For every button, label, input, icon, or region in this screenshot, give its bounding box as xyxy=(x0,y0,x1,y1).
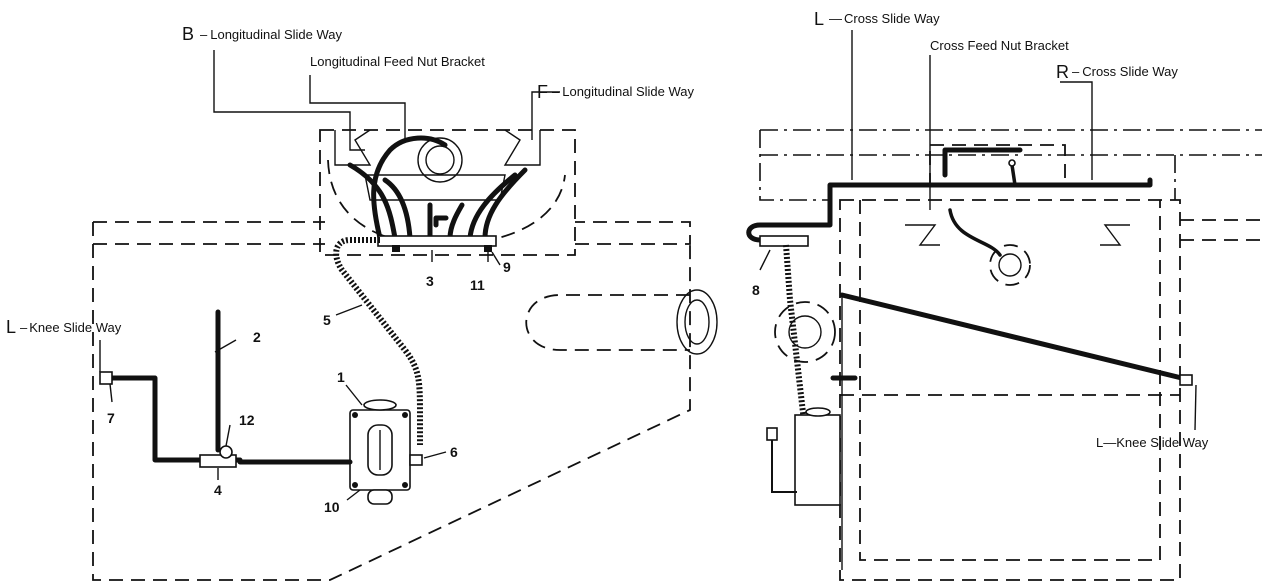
table-outline xyxy=(759,129,1262,201)
label-b-prefix: B xyxy=(182,24,194,44)
distributor-8 xyxy=(759,235,809,247)
leader-10 xyxy=(346,489,361,501)
part-4: 4 xyxy=(214,482,222,498)
part-11: 11 xyxy=(470,277,485,293)
label-knee-right: L—Knee Slide Way xyxy=(1096,435,1209,450)
part-9: 9 xyxy=(503,259,511,275)
label-cross-nut: Cross Feed Nut Bracket xyxy=(930,38,1069,53)
screw-housing xyxy=(525,294,690,351)
cross-nut-ring-inner xyxy=(998,253,1022,277)
leader-5 xyxy=(335,304,363,316)
label-r-cross-prefix: R xyxy=(1056,62,1069,82)
knee-outline xyxy=(92,221,691,581)
cross-nut-ring xyxy=(989,244,1031,286)
part-5: 5 xyxy=(323,312,331,328)
cross-dovetail-right xyxy=(1100,224,1130,246)
saddle-outline xyxy=(839,199,1181,581)
fitting-12 xyxy=(219,445,233,459)
leader-6 xyxy=(423,451,447,459)
label-knee-prefix: L xyxy=(6,317,16,337)
knee-feed-pipe xyxy=(105,375,353,465)
label-f-text: –Longitudinal Slide Way xyxy=(552,84,694,99)
pipe-g xyxy=(482,167,528,241)
pipe-c xyxy=(382,177,413,241)
part-6: 6 xyxy=(450,444,458,460)
label-nut-bracket: Longitudinal Feed Nut Bracket xyxy=(310,54,485,69)
leader-8 xyxy=(759,249,771,271)
pipe-b xyxy=(347,162,398,241)
part-8: 8 xyxy=(752,282,760,298)
right-dovetail xyxy=(503,129,541,166)
knee-outlet-7 xyxy=(99,371,113,385)
table-saddle-outline xyxy=(319,129,576,256)
label-r-cross-value: Cross Slide Way xyxy=(1082,64,1178,79)
label-r-cross-text: –Cross Slide Way xyxy=(1072,64,1178,79)
cross-nut-box xyxy=(929,144,1066,186)
left-dovetail xyxy=(334,129,372,166)
leader-12 xyxy=(225,424,231,447)
part-1: 1 xyxy=(337,369,345,385)
nut-pipe-b xyxy=(948,208,1002,257)
feed-nut-ring-outer xyxy=(417,137,463,183)
label-l-cross-value: Cross Slide Way xyxy=(844,11,940,26)
cross-top-rail xyxy=(1180,219,1262,241)
leader-1 xyxy=(345,384,363,406)
label-l-cross-text: —Cross Slide Way xyxy=(829,11,940,26)
label-b-text: –Longitudinal Slide Way xyxy=(200,27,342,42)
knee-long-pipe xyxy=(839,292,1193,383)
pipe-a xyxy=(371,135,448,241)
nut-pipe-c xyxy=(1010,163,1017,187)
leader-nut xyxy=(309,75,406,140)
pipe-hook xyxy=(433,215,449,228)
knee-screw-ring-inner xyxy=(788,315,822,349)
cross-feed-pipe xyxy=(746,177,1153,243)
right-view: L —Cross Slide Way Cross Feed Nut Bracke… xyxy=(746,9,1262,581)
part-3: 3 xyxy=(426,273,434,289)
leader-knee-right xyxy=(1194,384,1197,431)
distributor-foot-right xyxy=(484,245,492,252)
label-f-prefix: F xyxy=(537,82,548,102)
left-view: B –Longitudinal Slide Way Longitudinal F… xyxy=(6,24,718,581)
label-f-value: Longitudinal Slide Way xyxy=(562,84,694,99)
leader-9 xyxy=(491,251,501,266)
distributor-block xyxy=(377,235,497,247)
label-l-cross-prefix: L xyxy=(814,9,824,29)
nut-oiler xyxy=(1008,159,1016,167)
distributor-foot-left xyxy=(392,245,400,252)
right-hose xyxy=(783,244,813,466)
part-7: 7 xyxy=(107,410,115,426)
part-12: 12 xyxy=(239,412,255,428)
knee-screw-ring xyxy=(774,301,836,363)
leader-f xyxy=(531,91,560,140)
screw-end-outer xyxy=(676,289,718,355)
label-knee-text: –Knee Slide Way xyxy=(20,320,122,335)
part-2: 2 xyxy=(253,329,261,345)
oil-pump-side xyxy=(766,375,858,506)
pipe-e xyxy=(447,202,465,241)
part-10: 10 xyxy=(324,499,340,515)
label-b-value: Longitudinal Slide Way xyxy=(210,27,342,42)
feed-nut-ring-inner xyxy=(425,145,455,175)
leader-b xyxy=(213,50,365,151)
leader-2 xyxy=(214,339,237,353)
label-knee-value: Knee Slide Way xyxy=(29,320,122,335)
leader-7 xyxy=(109,383,113,403)
cross-dovetail-left xyxy=(905,224,940,246)
knee-outlet-right xyxy=(1179,374,1193,386)
oil-pump xyxy=(349,399,423,505)
screw-end-inner xyxy=(684,299,710,345)
pipe-f xyxy=(467,172,518,241)
leader-r-cross xyxy=(1060,81,1093,180)
nut-pipe-a xyxy=(942,147,1023,178)
